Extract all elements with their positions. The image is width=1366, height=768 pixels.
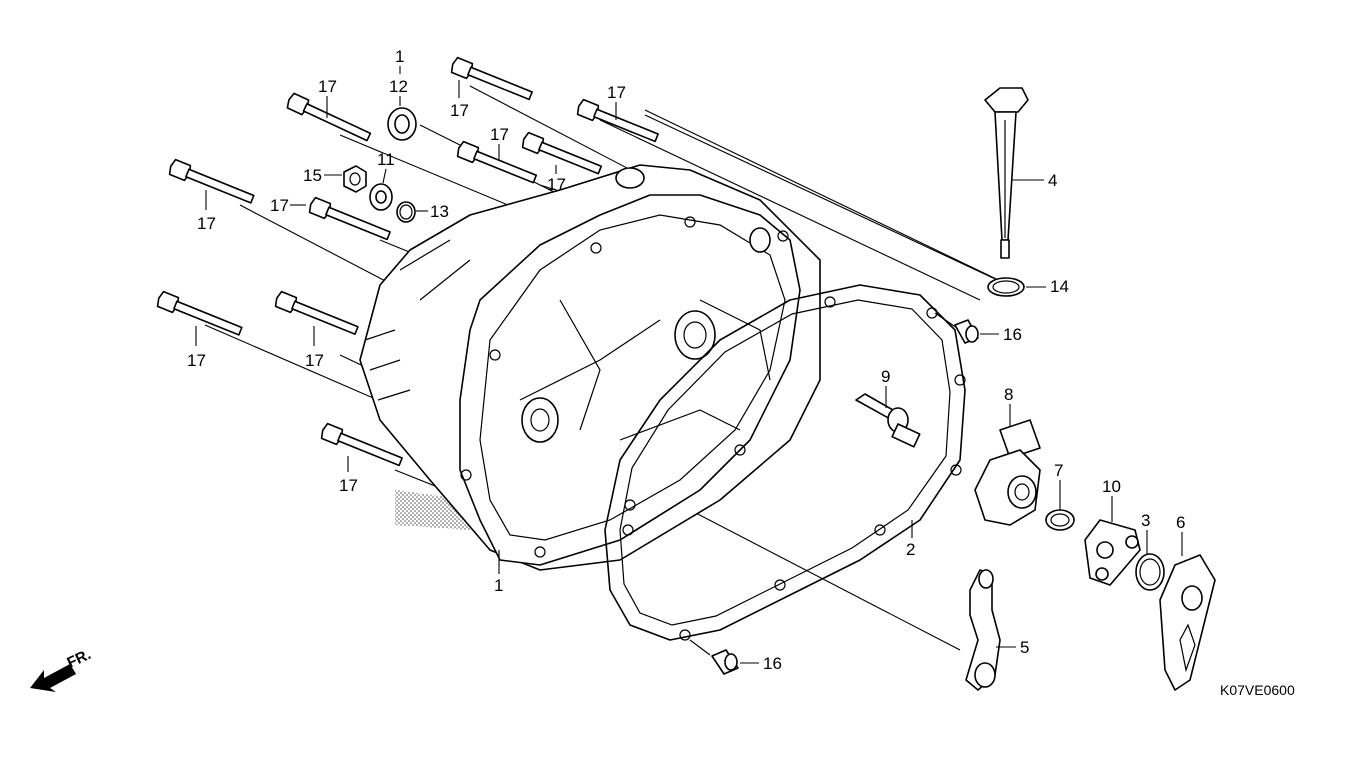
front-direction-arrow: FR.	[30, 646, 94, 692]
callout-5: 5	[1020, 638, 1029, 657]
leader-lines	[204, 85, 1016, 656]
callout-17-i: 17	[305, 351, 324, 370]
callout-17-f: 17	[197, 214, 216, 233]
callout-labels: 1 12 17 17 17 17 17 17 17 17 17 17 15 11…	[187, 47, 1295, 698]
callout-17-d: 17	[490, 125, 509, 144]
right-crankcase-cover	[359, 164, 821, 571]
callout-13: 13	[430, 202, 449, 221]
oil-filler-cap-4	[984, 87, 1029, 259]
callout-16-top: 16	[1003, 325, 1022, 344]
callout-2: 2	[906, 540, 915, 559]
o-ring-13	[396, 201, 416, 223]
lifter-plate-10	[1084, 519, 1141, 586]
gasket	[604, 284, 966, 641]
callout-1-bottom: 1	[494, 576, 503, 595]
callout-10: 10	[1102, 477, 1121, 496]
callout-17-a: 17	[318, 77, 337, 96]
callout-6: 6	[1176, 513, 1185, 532]
callout-9: 9	[881, 367, 890, 386]
lifter-lever-6	[1159, 554, 1216, 691]
callout-14: 14	[1050, 277, 1069, 296]
callout-17-e: 17	[547, 175, 566, 194]
direction-label: FR.	[65, 646, 94, 672]
nut-15	[343, 165, 367, 193]
callout-12: 12	[389, 77, 408, 96]
clutch-arm-5	[965, 569, 1001, 691]
oil-seal-12	[387, 107, 417, 141]
flange-bolts	[156, 56, 659, 467]
circlip-3	[1135, 553, 1165, 591]
dowel-pin-16-bottom	[711, 649, 739, 675]
callout-1-top: 1	[395, 47, 404, 66]
callout-17-j: 17	[339, 476, 358, 495]
diagram-code: K07VE0600	[1220, 682, 1295, 698]
o-ring-14	[987, 277, 1025, 297]
callout-3: 3	[1141, 511, 1150, 530]
callout-8: 8	[1004, 385, 1013, 404]
lifter-cam-8	[974, 419, 1041, 526]
callout-4: 4	[1048, 171, 1057, 190]
callout-17-c: 17	[607, 83, 626, 102]
callout-11: 11	[377, 150, 395, 169]
callout-17-b: 17	[450, 101, 469, 120]
callout-17-h: 17	[187, 351, 206, 370]
callout-15: 15	[303, 166, 322, 185]
callout-17-g: 17	[270, 196, 289, 215]
callout-7: 7	[1054, 461, 1063, 480]
callout-16-bottom: 16	[763, 654, 782, 673]
shaft-bolt-9	[855, 393, 921, 448]
spring-7	[1045, 509, 1075, 531]
dowel-pin-16-top	[954, 319, 979, 344]
washer-11	[369, 183, 393, 211]
